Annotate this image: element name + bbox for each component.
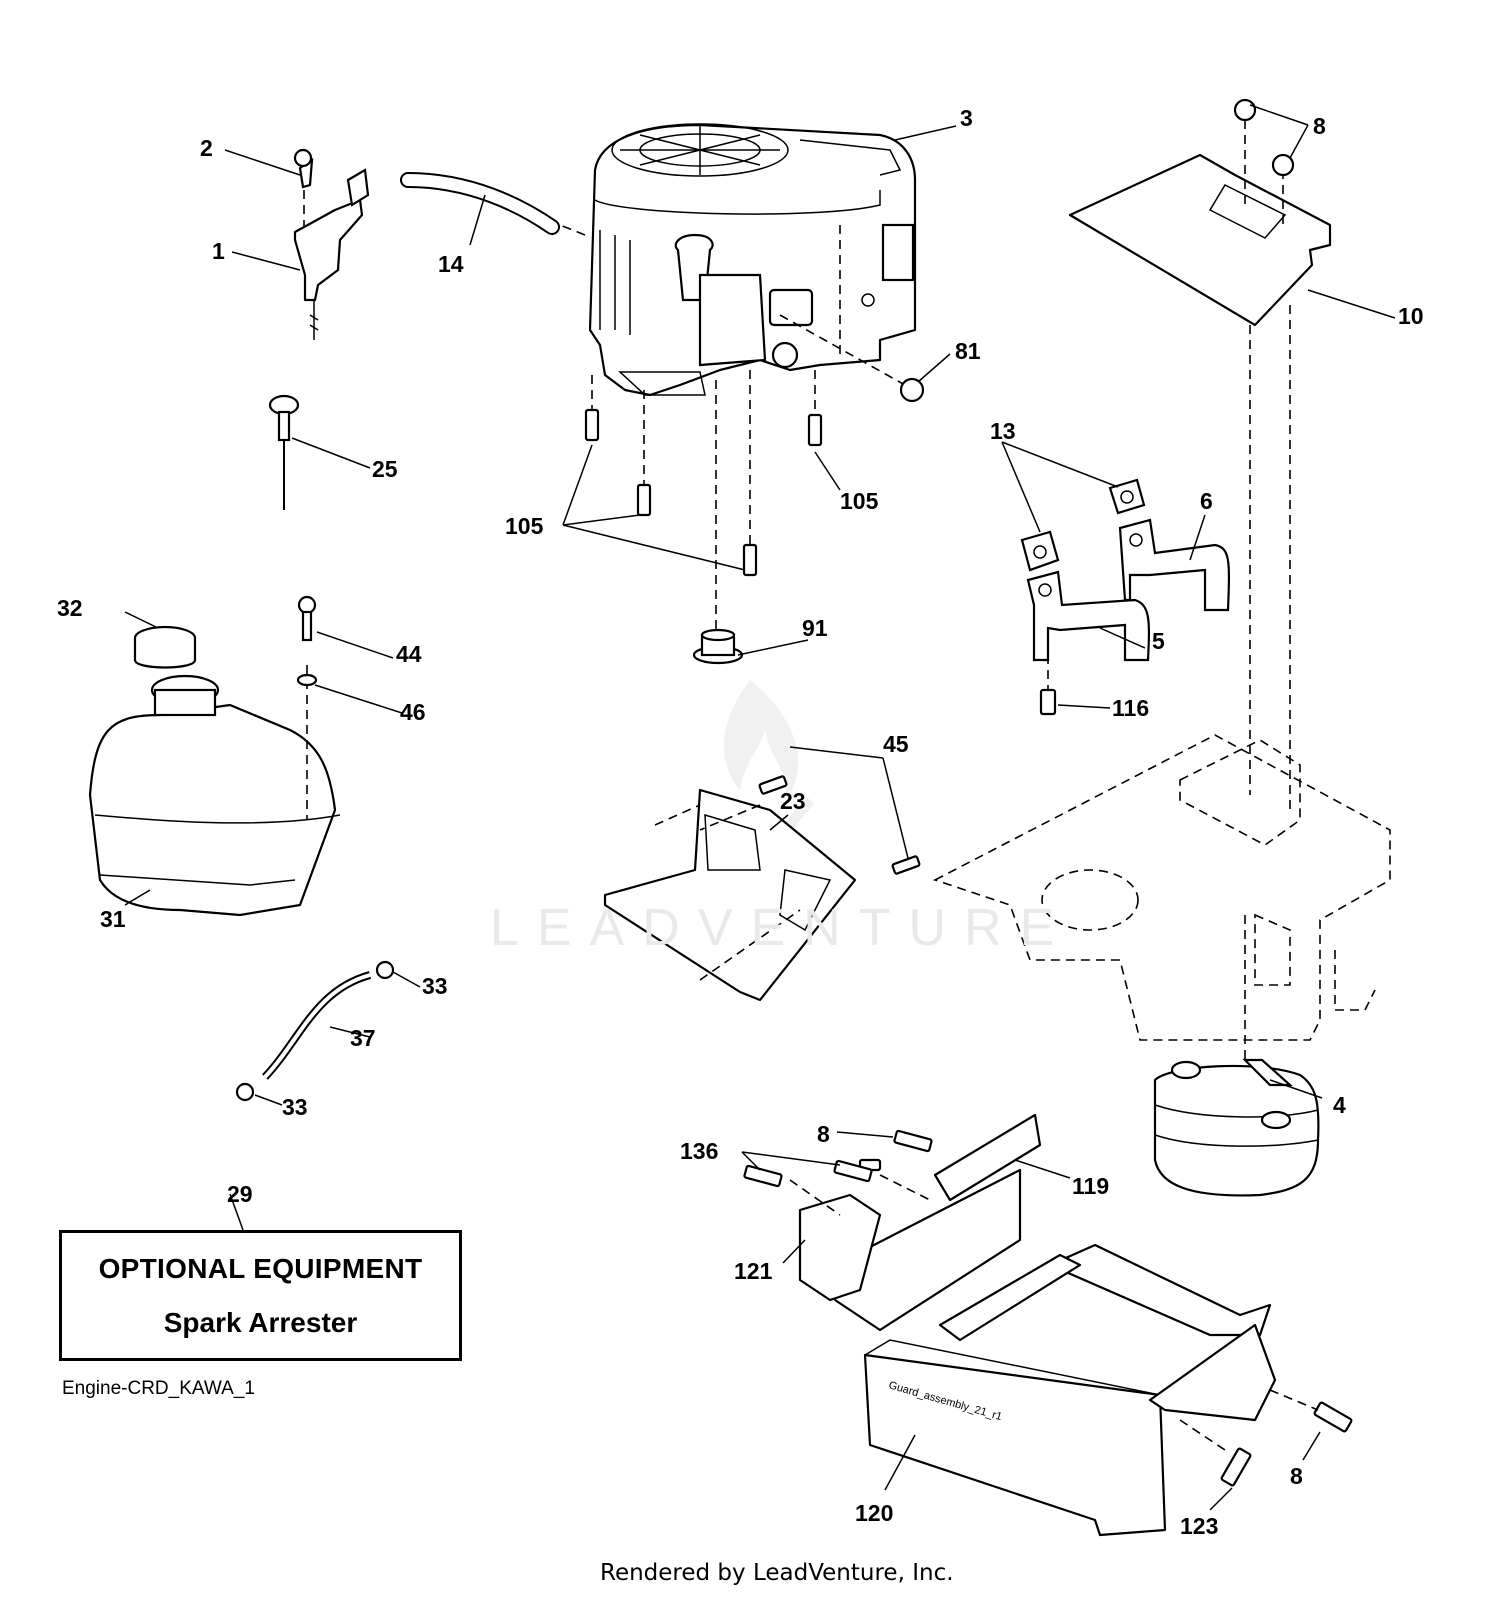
callout-105-right: 105 [840, 488, 879, 514]
callout-37: 37 [350, 1025, 376, 1051]
callout-8-top: 8 [1313, 113, 1326, 139]
callout-81: 81 [955, 338, 981, 364]
callout-10: 10 [1398, 303, 1424, 329]
callout-2: 2 [200, 135, 213, 161]
exhaust-pipe-6-part [1118, 518, 1230, 612]
engine-part [559, 123, 917, 397]
callout-23: 23 [780, 788, 806, 814]
callout-8-middle: 8 [817, 1121, 830, 1147]
callout-4: 4 [1333, 1092, 1346, 1118]
callout-116: 116 [1112, 695, 1150, 721]
callout-46: 46 [400, 699, 426, 725]
dipstick-part [268, 394, 300, 510]
callout-29: 29 [227, 1181, 253, 1207]
callout-44: 44 [396, 641, 422, 667]
fuel-tank-part [88, 625, 341, 917]
callout-120: 120 [855, 1500, 894, 1526]
callout-1: 1 [212, 238, 225, 264]
callout-32: 32 [57, 595, 83, 621]
callout-119: 119 [1072, 1173, 1110, 1199]
callout-6: 6 [1200, 488, 1213, 514]
footer-credit: Rendered by LeadVenture, Inc. [600, 1560, 954, 1586]
callout-13: 13 [990, 418, 1016, 444]
optional-equipment-subtitle: Spark Arrester [163, 1306, 358, 1338]
throttle-control-part [293, 148, 370, 340]
diagram-id: Engine-CRD_KAWA_1 [62, 1378, 255, 1399]
fuel-tank-hardware [296, 595, 318, 687]
callout-33-top: 33 [422, 973, 448, 999]
callout-136: 136 [680, 1138, 719, 1164]
callout-5: 5 [1152, 628, 1165, 654]
callout-121: 121 [734, 1258, 773, 1284]
optional-equipment-title: OPTIONAL EQUIPMENT [98, 1252, 423, 1284]
watermark-text: LEADVENTURE [490, 899, 1073, 957]
bracket-part [603, 775, 921, 1002]
callout-8-bottom: 8 [1290, 1463, 1303, 1489]
callout-91: 91 [802, 615, 828, 641]
nut-part [779, 314, 925, 403]
callout-33-bottom: 33 [282, 1094, 308, 1120]
leader-lines [124, 104, 1396, 1511]
guard-assembly-part [743, 1113, 1353, 1537]
callout-123: 123 [1180, 1513, 1219, 1539]
callout-105-left: 105 [505, 513, 544, 539]
callout-25: 25 [372, 456, 398, 482]
heat-shield-part [1068, 98, 1332, 810]
callout-14: 14 [438, 251, 464, 277]
optional-equipment-box: OPTIONAL EQUIPMENT Spark Arrester [59, 1230, 462, 1361]
engine-bolts-part [584, 225, 841, 577]
fuel-line-part [235, 960, 395, 1102]
callout-31: 31 [100, 906, 126, 932]
callout-3: 3 [960, 105, 973, 131]
spacer-part [692, 380, 744, 665]
frame-part [932, 734, 1391, 1041]
callout-45: 45 [883, 731, 909, 757]
muffler-part [1153, 915, 1320, 1197]
exhaust-pipe-5-part [1026, 570, 1150, 716]
exhaust-gaskets-part [1020, 478, 1146, 572]
